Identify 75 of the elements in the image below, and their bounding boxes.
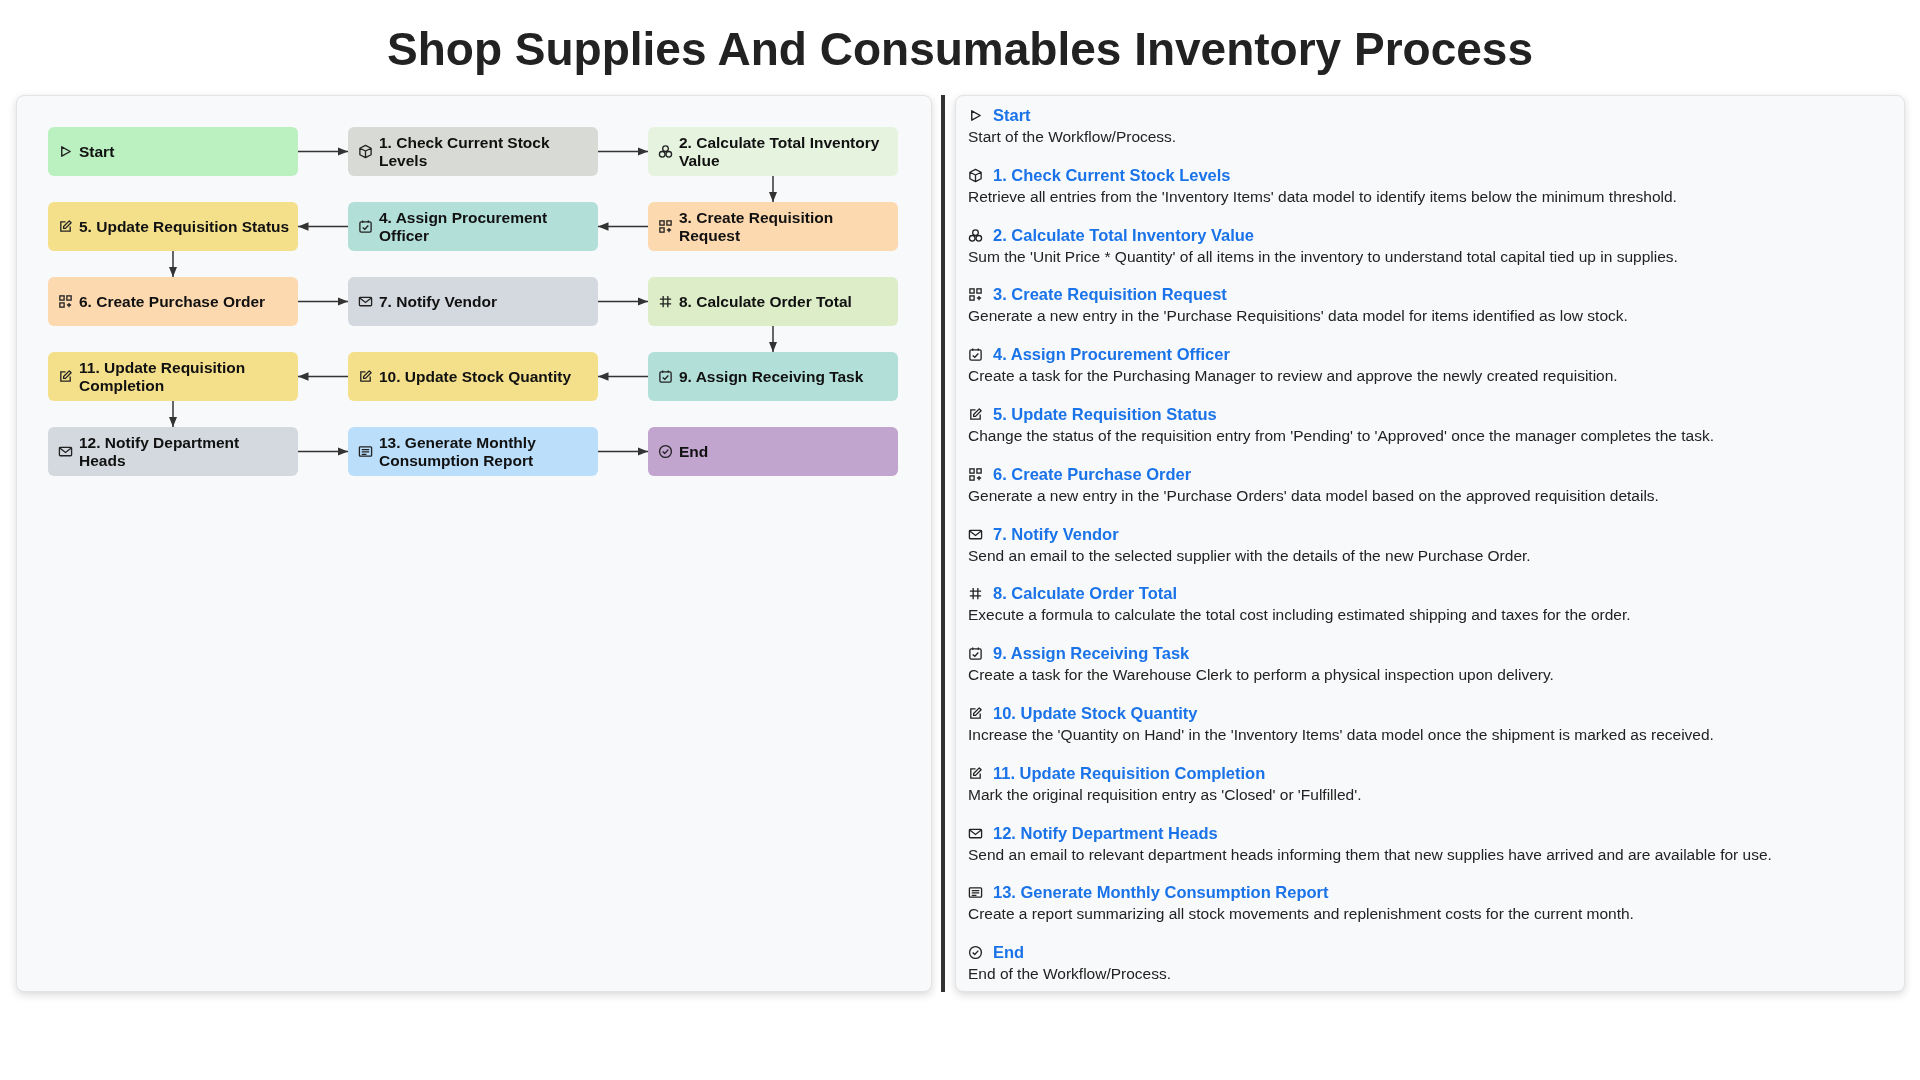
step-title: Start — [993, 106, 1031, 125]
node-label: 8. Calculate Order Total — [679, 292, 852, 311]
process-box — [48, 427, 298, 476]
node-label: 6. Create Purchase Order — [79, 292, 266, 311]
arrow — [297, 372, 349, 381]
step-title: 11. Update Requisition Completion — [993, 763, 1266, 783]
process-box — [348, 127, 598, 176]
arrow — [168, 250, 178, 278]
step-description: Retrieve all entries from the 'Inventory Items' data model to identify items below the minimum threshold. — [968, 187, 1677, 206]
step-title: 5. Update Requisition Status — [993, 405, 1217, 424]
process-box — [348, 202, 598, 251]
node-label: End — [679, 442, 709, 461]
arrow — [768, 325, 778, 353]
step-title: 6. Create Purchase Order — [993, 464, 1192, 484]
step-description: Sum the 'Unit Price * Quantity' of all items in the inventory to understand total capital tied up in supplies. — [968, 247, 1678, 266]
step-description: Increase the 'Quantity on Hand' in the 'Inventory Items' data model once the shipment is marked as received. — [968, 726, 1714, 744]
node-label: 2. Calculate Total Inventory Value — [679, 133, 881, 170]
node-label: 5. Update Requisition Status — [79, 217, 290, 236]
step-description: Send an email to relevant department heads informing them that new supplies have arrived and are available for use. — [968, 845, 1772, 864]
node-label: 3. Create Requisition Request — [679, 208, 835, 245]
node-label: 9. Assign Receiving Task — [679, 367, 864, 386]
step-title: 12. Notify Department Heads — [993, 823, 1218, 843]
process-box — [348, 427, 598, 476]
arrow — [597, 222, 649, 231]
step-title: 2. Calculate Total Inventory Value — [993, 225, 1255, 245]
step-title: 3. Create Requisition Request — [993, 285, 1227, 305]
arrow — [597, 297, 649, 306]
step-description: Create a task for the Warehouse Clerk to perform a physical inspection upon delivery. — [968, 666, 1554, 685]
step-title: 7. Notify Vendor — [993, 524, 1119, 544]
step-description: Execute a formula to calculate the total cost including estimated shipping and taxes for the order. — [968, 606, 1631, 625]
process-box — [348, 277, 598, 326]
arrow — [168, 400, 178, 428]
node-label: Start — [79, 142, 115, 161]
arrow — [297, 297, 349, 306]
step-title: 4. Assign Procurement Officer — [993, 345, 1230, 365]
process-box — [48, 352, 298, 401]
node-label: 10. Update Stock Quantity — [379, 367, 572, 386]
process-box — [48, 277, 298, 326]
arrow — [297, 147, 349, 156]
process-box — [48, 202, 298, 251]
step-title: 13. Generate Monthly Consumption Report — [993, 883, 1329, 903]
step-title: 10. Update Stock Quantity — [993, 704, 1198, 723]
step-description: Generate a new entry in the 'Purchase Orders' data model based on the approved requisition details. — [968, 486, 1659, 505]
process-box — [48, 127, 298, 176]
node-label: 7. Notify Vendor — [379, 292, 497, 311]
step-description: End of the Workflow/Process. — [968, 965, 1172, 984]
step-description: Mark the original requisition entry as 'Closed' or 'Fulfilled'. — [968, 785, 1362, 804]
arrow — [597, 447, 649, 456]
process-box — [648, 427, 898, 476]
node-label: 12. Notify Department Heads — [79, 433, 241, 470]
node-label: 1. Check Current Stock Levels — [379, 133, 551, 170]
diagram-title: Shop Supplies And Consumables Inventory Process — [387, 23, 1533, 75]
step-description: Send an email to the selected supplier with the details of the new Purchase Order. — [968, 546, 1531, 565]
step-description: Change the status of the requisition entry from 'Pending' to 'Approved' once the manager completes the task. — [968, 427, 1714, 445]
step-title: End — [993, 943, 1025, 963]
step-title: 1. Check Current Stock Levels — [993, 165, 1231, 185]
step-description: Create a report summarizing all stock movements and replenishment costs for the current month. — [968, 905, 1634, 924]
node-label: 13. Generate Monthly Consumption Report — [379, 433, 537, 470]
node-label: 4. Assign Procurement Officer — [379, 208, 549, 245]
process-box — [348, 352, 598, 401]
step-title: 9. Assign Receiving Task — [993, 644, 1190, 664]
arrow — [297, 222, 349, 231]
step-title: 8. Calculate Order Total — [993, 584, 1177, 604]
process-box — [648, 202, 898, 251]
arrow — [768, 175, 778, 203]
node-label: 11. Update Requisition Completion — [79, 358, 247, 395]
step-description: Generate a new entry in the 'Purchase Requisitions' data model for items identified as low stock. — [968, 307, 1628, 326]
arrow — [597, 372, 649, 381]
process-box — [648, 352, 898, 401]
step-description: Start of the Workflow/Process. — [968, 128, 1177, 146]
arrow — [597, 147, 649, 156]
arrow — [297, 447, 349, 456]
process-box — [648, 127, 898, 176]
step-description: Create a task for the Purchasing Manager to review and approve the newly created requisition. — [968, 367, 1618, 386]
process-box — [648, 277, 898, 326]
